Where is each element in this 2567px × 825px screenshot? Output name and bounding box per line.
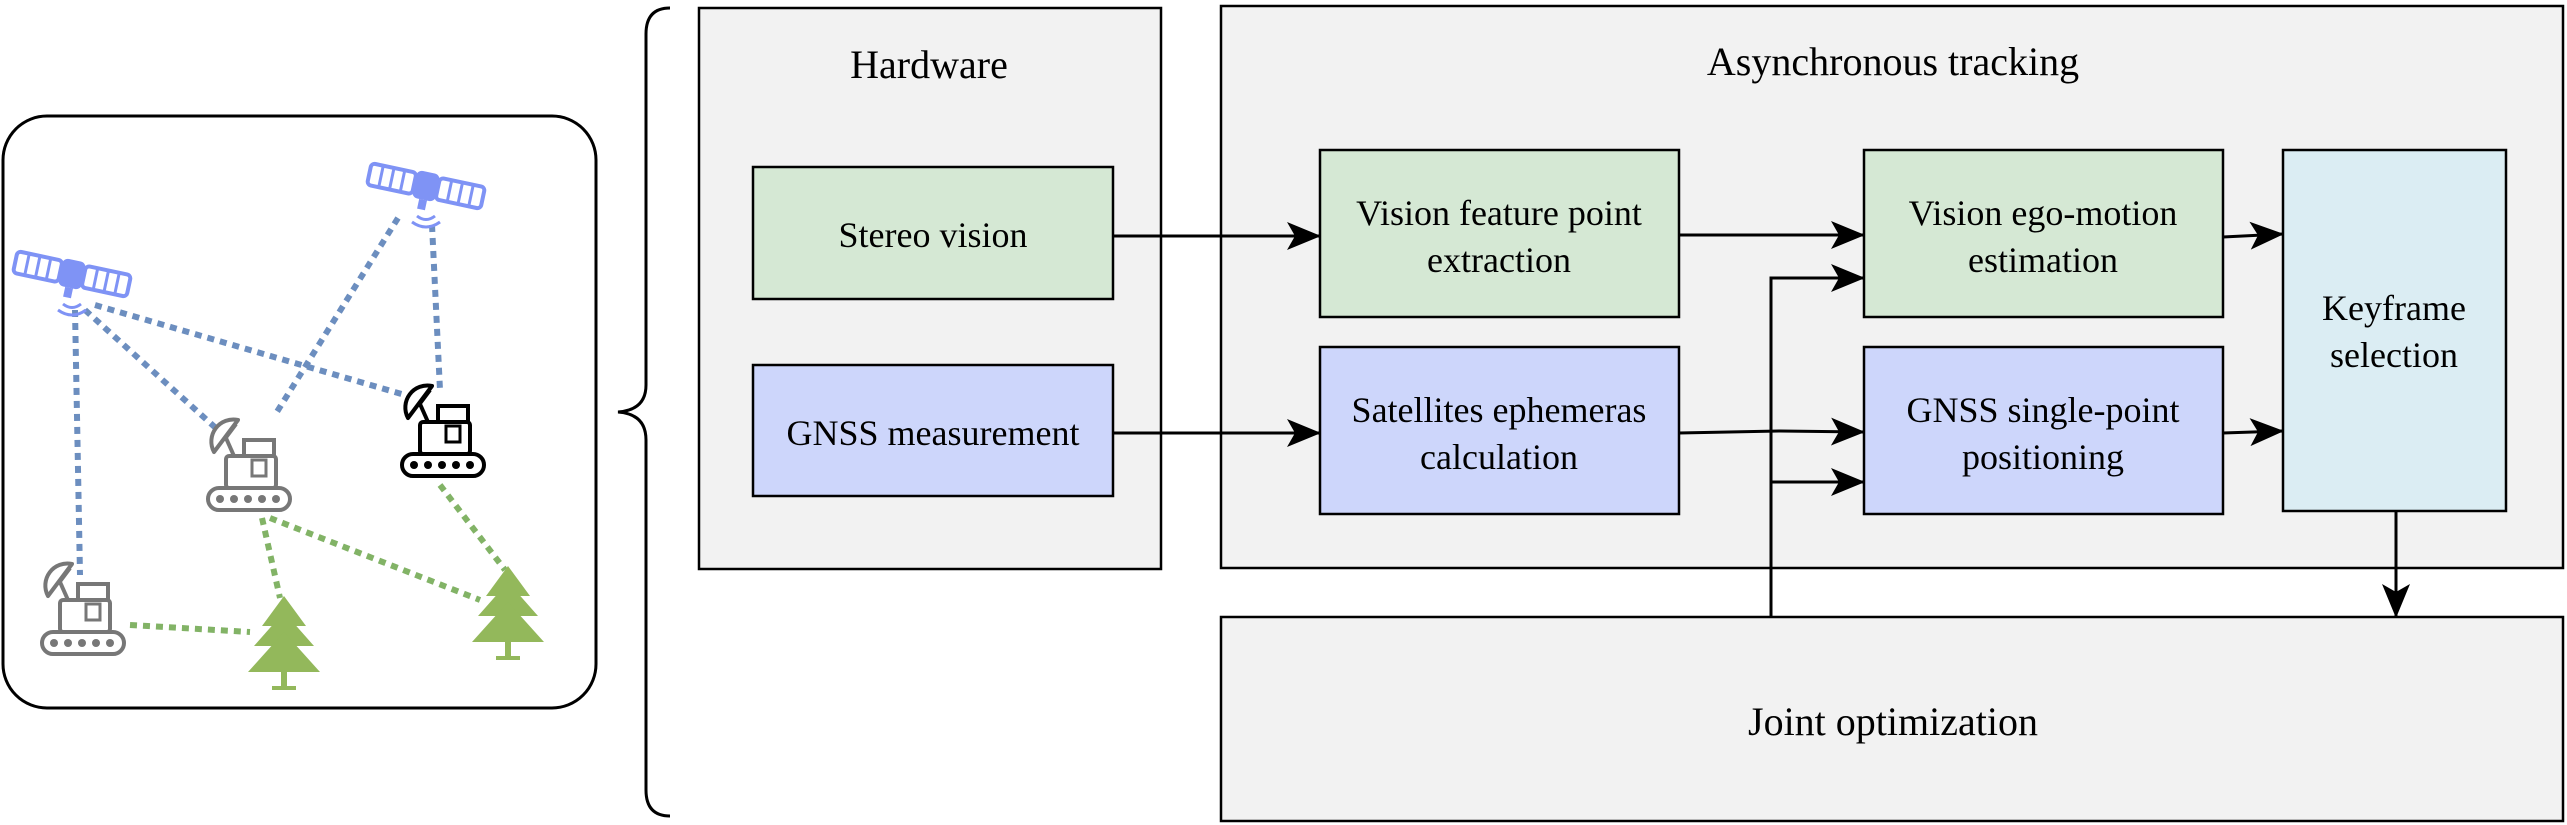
scene-illustration: [1, 114, 598, 710]
feature-extraction-label-1: Vision feature point: [1356, 193, 1642, 233]
signal-link: [82, 307, 221, 433]
single-point-label-2: positioning: [1962, 437, 2124, 477]
arrow-icon: [2222, 418, 2284, 447]
keyframe-label-2: selection: [2330, 335, 2458, 375]
signal-link: [94, 302, 406, 398]
ephemeris-box: [1318, 345, 1681, 516]
hardware-title: Hardware: [850, 42, 1008, 87]
scene-frame: [1, 114, 598, 710]
feature-extraction-box: [1318, 148, 1681, 319]
tracking-title: Asynchronous tracking: [1707, 39, 2079, 84]
optimization-title: Joint optimization: [1748, 699, 2038, 744]
keyframe-label-1: Keyframe: [2322, 288, 2466, 328]
gnss-measurement-label: GNSS measurement: [787, 413, 1080, 453]
arrow-icon: [2222, 221, 2284, 250]
arrow-icon: [1678, 417, 1865, 446]
ego-motion-box: [1862, 148, 2225, 319]
ephemeris-label-2: calculation: [1420, 437, 1578, 477]
ground-link: [268, 515, 482, 603]
ego-motion-label-2: estimation: [1968, 240, 2118, 280]
stereo-vision-box: [751, 165, 1115, 301]
arrow-icon: [1769, 264, 1865, 617]
optimization-panel: [1219, 615, 2565, 823]
signal-link: [72, 309, 83, 576]
single-point-box: [1862, 345, 2225, 516]
stereo-vision-label: Stereo vision: [839, 215, 1028, 255]
single-point-label-1: GNSS single-point: [1906, 390, 2179, 430]
gnss-measurement-box: [751, 363, 1115, 498]
curly-brace-icon: [617, 6, 671, 818]
ground-link: [259, 517, 283, 599]
feature-extraction-label-2: extraction: [1427, 240, 1571, 280]
signal-link: [429, 224, 443, 391]
ground-link: [437, 483, 508, 572]
ego-motion-label-1: Vision ego-motion: [1909, 193, 2178, 233]
ephemeris-label-1: Satellites ephemeras: [1352, 390, 1647, 430]
keyframe-box: [2281, 148, 2508, 513]
